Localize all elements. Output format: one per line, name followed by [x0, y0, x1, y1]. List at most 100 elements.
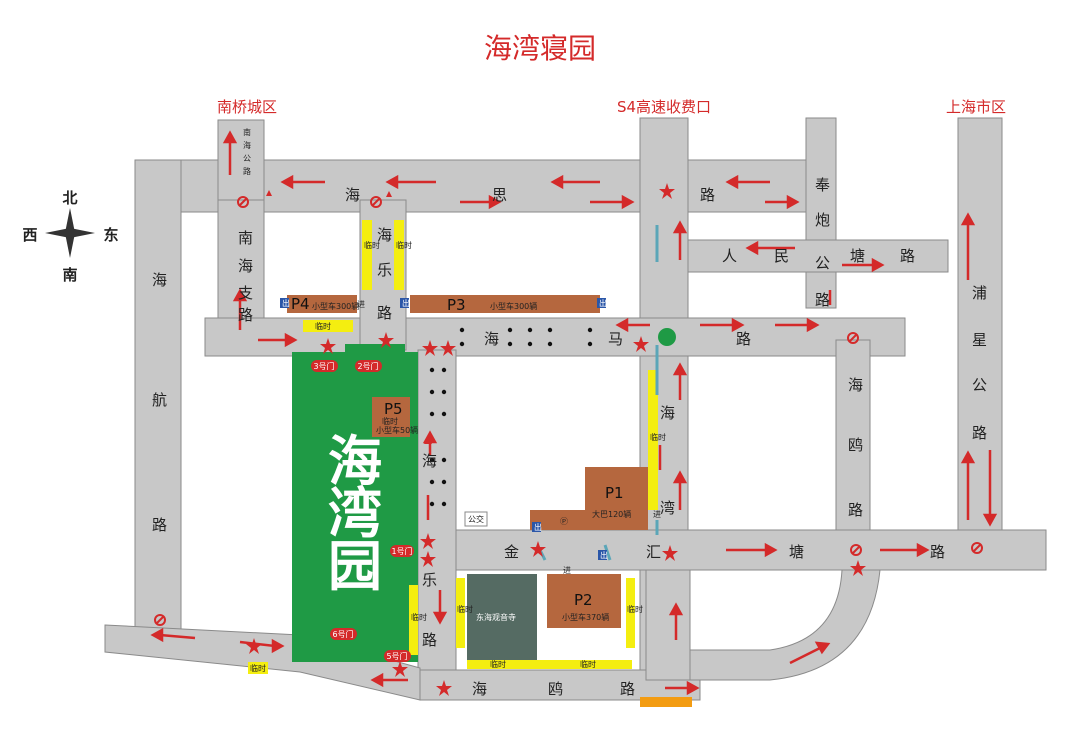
- parking-areas: [287, 295, 648, 628]
- compass-east: 东: [103, 226, 118, 244]
- svg-text:临时: 临时: [411, 612, 427, 622]
- svg-text:出: 出: [600, 550, 608, 560]
- svg-text:路: 路: [377, 304, 392, 322]
- svg-text:P4: P4: [291, 295, 310, 313]
- svg-text:浦: 浦: [972, 284, 987, 302]
- svg-text:路: 路: [243, 166, 251, 176]
- svg-text:临时: 临时: [315, 321, 331, 331]
- label-nanqiao: 南桥城区: [217, 98, 277, 116]
- parking-labels: P3 小型车300辆 P4 小型车300辆 P5 临时 小型车50辆 P1 大巴…: [291, 295, 631, 622]
- compass-south: 南: [62, 266, 77, 284]
- svg-text:海: 海: [484, 330, 499, 348]
- svg-text:南: 南: [243, 127, 251, 137]
- park-top-sign: [345, 344, 405, 352]
- svg-text:塘: 塘: [789, 543, 804, 561]
- svg-text:海: 海: [345, 186, 360, 204]
- compass-north: 北: [62, 189, 77, 207]
- svg-text:人: 人: [722, 247, 737, 265]
- gate-markers: 3号门 2号门 1号门 6号门 5号门: [311, 360, 414, 662]
- svg-text:海: 海: [422, 452, 437, 470]
- parking-p4: [287, 295, 357, 313]
- teal-guides: [538, 225, 659, 561]
- orange-marker: [640, 697, 692, 707]
- svg-text:大巴120辆: 大巴120辆: [592, 509, 631, 519]
- temp-parking-strips: [248, 220, 658, 674]
- svg-text:出: 出: [534, 522, 542, 532]
- entry-exit-markers: 出 出 出 进 出 进 进 出: [280, 298, 661, 575]
- svg-text:鸥: 鸥: [548, 680, 563, 698]
- svg-text:临时: 临时: [580, 659, 596, 669]
- svg-text:奉: 奉: [815, 176, 830, 194]
- road-p2-east: [645, 569, 691, 681]
- svg-text:海: 海: [377, 226, 392, 244]
- road-renmin: [687, 239, 949, 273]
- svg-text:湾: 湾: [660, 499, 675, 517]
- triangle-markers: [266, 190, 432, 444]
- svg-text:路: 路: [422, 631, 437, 649]
- svg-text:进: 进: [653, 510, 661, 519]
- svg-text:路: 路: [700, 186, 715, 204]
- svg-text:海: 海: [152, 271, 167, 289]
- map-title: 海湾寝园: [484, 32, 596, 65]
- svg-text:临时: 临时: [364, 240, 380, 250]
- road-fengpao: [805, 117, 837, 309]
- temple-block: [467, 574, 537, 660]
- svg-text:公: 公: [815, 254, 830, 272]
- svg-text:海: 海: [328, 430, 382, 493]
- svg-text:路: 路: [972, 424, 987, 442]
- svg-text:乐: 乐: [422, 571, 437, 589]
- svg-text:进: 进: [563, 566, 571, 575]
- svg-text:星: 星: [972, 331, 987, 349]
- svg-text:南: 南: [238, 229, 253, 247]
- svg-text:炮: 炮: [815, 211, 830, 229]
- star-markers: [246, 183, 866, 696]
- compass-west: 西: [22, 226, 37, 244]
- svg-text:临时: 临时: [396, 240, 412, 250]
- svg-text:路: 路: [848, 501, 863, 519]
- svg-text:海: 海: [472, 680, 487, 698]
- roundabout: [658, 328, 676, 346]
- svg-text:小型车300辆: 小型车300辆: [490, 301, 537, 311]
- svg-text:海: 海: [243, 140, 251, 150]
- bus-stop-label: 公交: [468, 514, 484, 524]
- svg-text:小型车370辆: 小型车370辆: [562, 612, 609, 622]
- svg-text:路: 路: [736, 330, 751, 348]
- svg-text:临时: 临时: [457, 604, 473, 614]
- road-haile-south: [417, 349, 457, 671]
- temp-labels: 临时 临时 临时 临时 临时 临时 临时 临时 临时 临时: [250, 240, 666, 673]
- svg-text:临时: 临时: [490, 659, 506, 669]
- svg-text:进: 进: [357, 300, 365, 309]
- svg-text:P1: P1: [605, 484, 624, 502]
- svg-text:海: 海: [848, 376, 863, 394]
- svg-text:P5: P5: [384, 400, 403, 418]
- temple-label: 东海观音寺: [476, 612, 516, 622]
- label-s4: S4高速收费口: [617, 98, 711, 116]
- compass: 北 南 西 东: [22, 189, 118, 284]
- svg-text:汇: 汇: [646, 543, 661, 561]
- road-labels: 海 思 路 海 马 路 海 鸥 路 金 汇 塘 路 人 民 塘 路 南 海 公 …: [152, 127, 987, 698]
- svg-text:路: 路: [620, 680, 635, 698]
- svg-text:临时: 临时: [650, 432, 666, 442]
- svg-text:1号门: 1号门: [391, 546, 412, 556]
- svg-text:路: 路: [815, 291, 830, 309]
- svg-text:6号门: 6号门: [332, 629, 353, 639]
- svg-text:小型车50辆: 小型车50辆: [376, 425, 418, 435]
- svg-text:2号门: 2号门: [357, 361, 378, 371]
- svg-text:临时: 临时: [627, 604, 643, 614]
- svg-text:出: 出: [402, 298, 410, 308]
- svg-text:马: 马: [608, 330, 623, 348]
- svg-text:小型车300辆: 小型车300辆: [312, 301, 359, 311]
- label-shanghai: 上海市区: [946, 98, 1006, 116]
- parking-p5: [372, 397, 410, 437]
- parking-p1: [530, 467, 648, 530]
- no-entry-signs: [154, 196, 983, 626]
- svg-text:路: 路: [152, 516, 167, 534]
- svg-text:乐: 乐: [377, 261, 392, 279]
- svg-text:民: 民: [774, 247, 789, 265]
- svg-text:路: 路: [930, 543, 945, 561]
- svg-text:路: 路: [900, 247, 915, 265]
- svg-text:海: 海: [660, 404, 675, 422]
- svg-text:思: 思: [492, 186, 507, 204]
- svg-text:临时: 临时: [250, 663, 266, 673]
